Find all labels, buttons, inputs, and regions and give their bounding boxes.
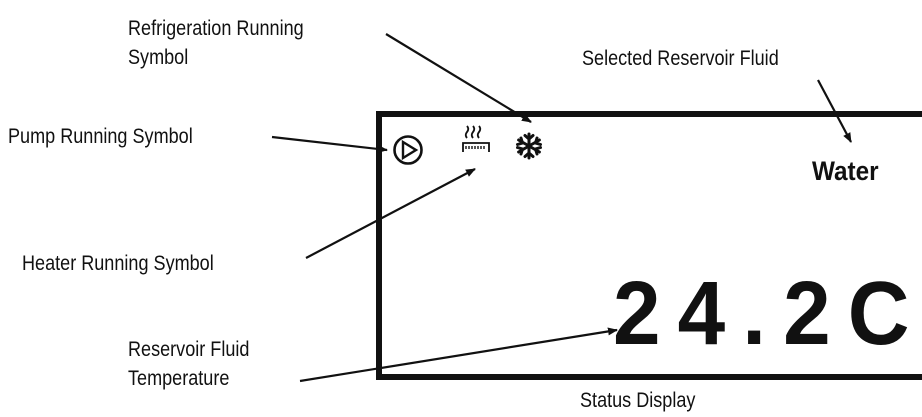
selected-fluid-callout: Selected Reservoir Fluid — [582, 47, 779, 70]
temperature-arrow — [299, 327, 618, 383]
heater-callout: Heater Running Symbol — [22, 252, 214, 275]
snowflake-icon — [516, 132, 542, 160]
temperature-callout: Reservoir Fluid Temperature — [128, 335, 249, 393]
selected-fluid-arrow — [817, 79, 852, 143]
refrigeration-arrow — [385, 33, 532, 123]
temperature-readout: 24.2C — [613, 264, 922, 364]
heater-arrow — [305, 168, 476, 259]
refrigeration-callout-line1: Refrigeration Running — [128, 17, 304, 40]
status-display-caption: Status Display — [580, 389, 696, 412]
pump-callout: Pump Running Symbol — [8, 125, 193, 148]
temperature-callout-line2: Temperature — [128, 367, 230, 390]
refrigeration-callout: Refrigeration Running Symbol — [128, 14, 304, 72]
status-display-screen — [376, 111, 922, 380]
pump-arrow — [271, 135, 388, 153]
pump-icon — [393, 135, 423, 165]
refrigeration-callout-line2: Symbol — [128, 46, 189, 69]
temperature-callout-line1: Reservoir Fluid — [128, 338, 250, 361]
fluid-readout: Water — [812, 156, 879, 186]
heater-icon — [462, 125, 490, 152]
